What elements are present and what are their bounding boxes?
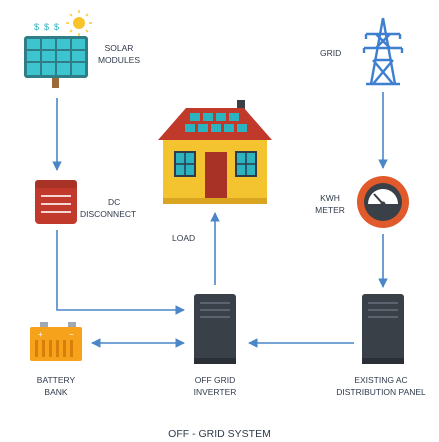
- load-label: LOAD: [172, 233, 196, 243]
- grid-label: GRID: [320, 48, 342, 58]
- inverter-label: OFF GRID INVERTER: [193, 375, 237, 397]
- svg-text:$: $: [34, 22, 39, 32]
- meter-label: KWH METER: [315, 193, 345, 215]
- dc-label: DC DISCONNECT: [80, 197, 137, 219]
- battery-label: BATTERY BANK: [36, 375, 76, 397]
- diagram-title: OFF - GRID SYSTEM: [168, 428, 271, 440]
- svg-text:−: −: [69, 330, 74, 339]
- distribution-panel-icon: [362, 294, 404, 364]
- svg-text:+: +: [38, 330, 43, 339]
- connectors: [52, 92, 388, 348]
- kwh-meter-icon: [357, 176, 409, 228]
- arrow-dc-to-inverter: [56, 230, 185, 315]
- svg-text:$: $: [44, 22, 49, 32]
- house-icon: [158, 100, 272, 204]
- battery-icon: + −: [30, 322, 82, 361]
- solar-label: SOLAR MODULES: [97, 43, 141, 65]
- inverter-icon: [194, 294, 236, 364]
- dc-disconnect-icon: [35, 180, 77, 224]
- svg-text:$: $: [54, 22, 59, 32]
- panel-label: EXISTING AC DISTRIBUTION PANEL: [336, 375, 426, 397]
- solar-panel-icon: $ $ $: [24, 10, 92, 88]
- transmission-tower-icon: [362, 17, 404, 86]
